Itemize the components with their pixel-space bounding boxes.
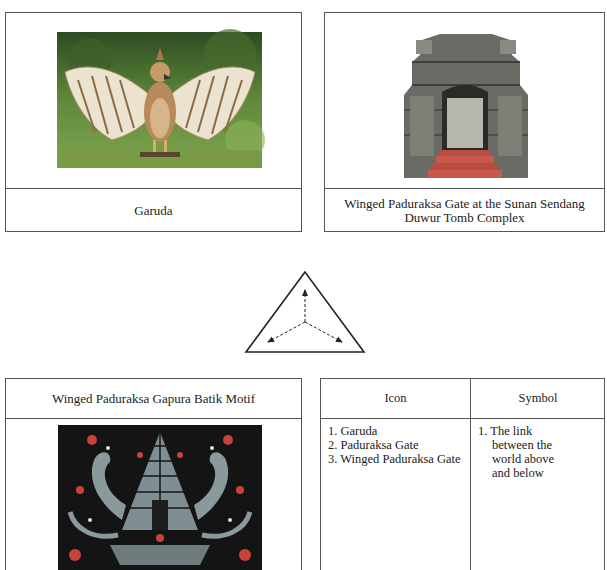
caption-text: Garuda [6,204,301,218]
divider-line [324,188,605,189]
table-cell: 3. Winged Paduraksa Gate [328,452,466,466]
divider-line [5,188,302,189]
table-cell: 1. The link between the world above and … [478,424,570,480]
table-header: Icon [321,391,470,405]
image-header-box: Winged Paduraksa Gapura Batik Motif [5,378,302,570]
table-grid [321,379,605,570]
semiotic-triangle [246,272,364,352]
caption-text: Winged Paduraksa Gate at the Sunan Senda… [325,197,604,225]
gate-photo [398,30,534,180]
image-caption-box: Garuda [5,12,302,232]
image-caption-box: Winged Paduraksa Gate at the Sunan Senda… [324,12,605,232]
table-cell: 2. Paduraksa Gate [328,438,466,452]
batik-photo [58,425,262,570]
garuda-photo [57,29,265,168]
table-cell: 1. Garuda [328,424,466,438]
divider-line [5,418,302,419]
table-header: Symbol [471,391,605,405]
caption-text: Winged Paduraksa Gapura Batik Motif [6,392,301,406]
